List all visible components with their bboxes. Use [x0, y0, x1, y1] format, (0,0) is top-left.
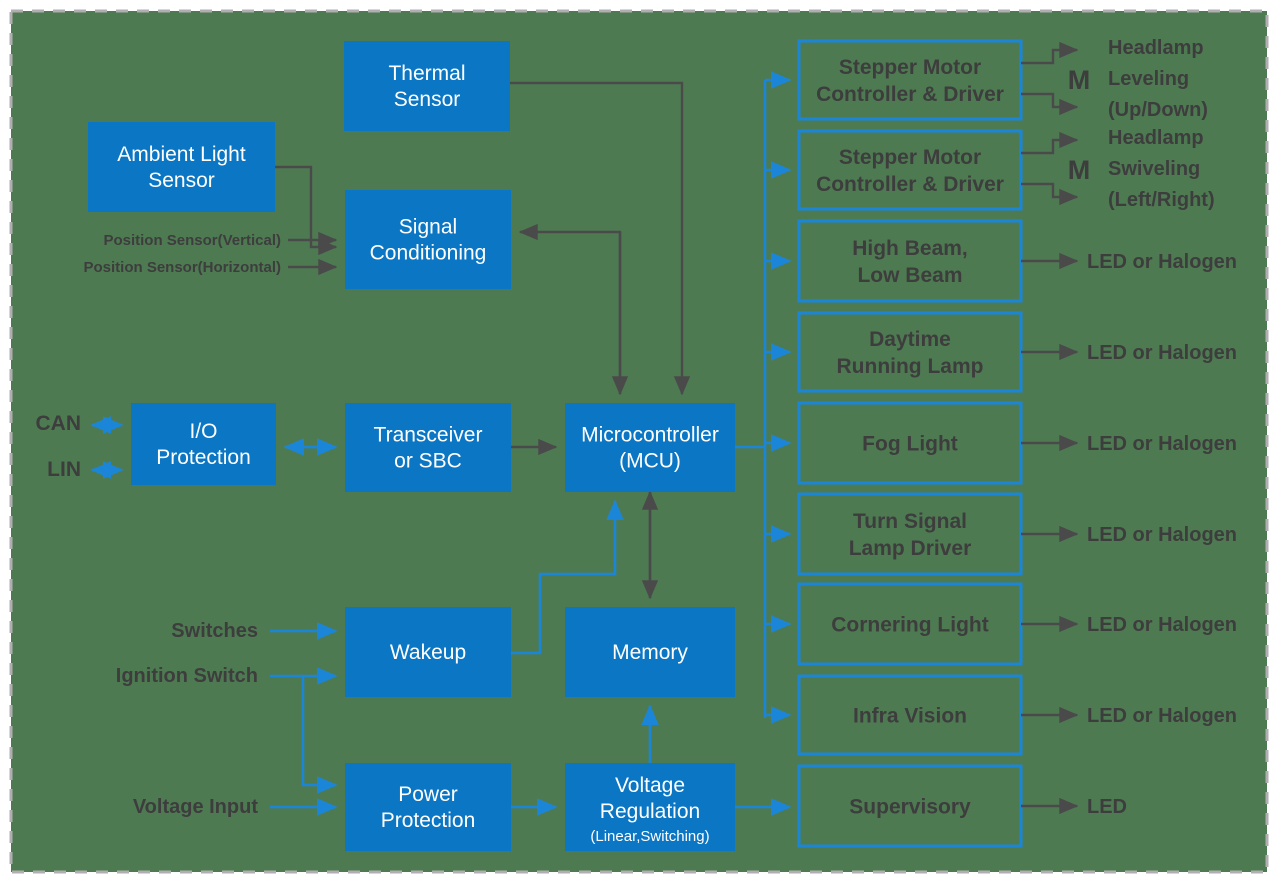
block-label-ambient-light: Ambient Light: [117, 143, 246, 166]
block-label-wakeup: Wakeup: [390, 641, 466, 664]
block-label-voltage-regulation: Voltage: [615, 774, 685, 797]
block-label-io-protection: I/O: [189, 420, 217, 443]
dark-wire-group: [275, 81, 691, 600]
output-label-stepper-motor-2: Headlamp: [1108, 127, 1204, 149]
block-body-stepper-motor-2: [797, 129, 1023, 211]
block-label-microcontroller: Microcontroller: [581, 424, 719, 447]
edge-label-group: Position Sensor(Vertical) Position Sensor…: [36, 232, 282, 818]
can-label: CAN: [36, 412, 82, 435]
block-label-supervisory: Supervisory: [849, 796, 971, 819]
motor-symbol-stepper-motor-2: M: [1068, 155, 1091, 185]
block-body-voltage-regulation: [565, 763, 735, 851]
output-label-daytime-running: LED or Halogen: [1087, 342, 1237, 364]
output-label-fog-light: LED or Halogen: [1087, 433, 1237, 455]
block-label-memory: Memory: [612, 641, 688, 664]
block-body-thermal-sensor: [344, 41, 510, 131]
wire-wakeup-to-mcu: [511, 499, 624, 655]
wire-ignition-to-power: [301, 676, 338, 794]
block-body-stepper-motor-1: [797, 39, 1023, 121]
output-wire-group: MHeadlampLeveling(Up/Down)MHeadlampSwive…: [1021, 37, 1237, 818]
block-label-signal-conditioning: Conditioning: [370, 242, 487, 265]
position-sensor-vertical: Position Sensor(Vertical): [103, 232, 281, 249]
block-label-voltage-regulation: Regulation: [600, 800, 700, 823]
block-label-signal-conditioning: Signal: [399, 216, 457, 239]
blue-wire-group: [90, 71, 792, 816]
ignition-switch-label: Ignition Switch: [116, 665, 258, 687]
output-label-high-low-beam: LED or Halogen: [1087, 251, 1237, 273]
block-body-signal-conditioning: [345, 190, 511, 289]
block-label-turn-signal: Turn Signal: [853, 510, 967, 533]
output-label-cornering-light: LED or Halogen: [1087, 614, 1237, 636]
block-label-turn-signal: Lamp Driver: [849, 537, 972, 560]
wire-stepper-motor-1-motor-top: [1021, 41, 1079, 65]
block-label-infra-vision: Infra Vision: [853, 705, 967, 728]
block-label-thermal-sensor: Sensor: [394, 88, 461, 111]
block-label-fog-light: Fog Light: [862, 433, 958, 456]
output-label-stepper-motor-1: Headlamp: [1108, 37, 1204, 59]
block-label-high-low-beam: High Beam,: [852, 237, 968, 260]
wire-stepper-motor-2-motor-top: [1021, 131, 1079, 155]
block-body-wakeup: [345, 607, 511, 697]
voltage-input-label: Voltage Input: [133, 796, 259, 818]
block-body-memory: [565, 607, 735, 697]
motor-symbol-stepper-motor-1: M: [1068, 65, 1091, 95]
block-label-high-low-beam: Low Beam: [857, 264, 962, 287]
block-label-stepper-motor-2: Stepper Motor: [839, 146, 981, 169]
output-label-stepper-motor-1: (Up/Down): [1108, 99, 1208, 121]
block-wakeup[interactable]: Wakeup: [345, 607, 511, 697]
block-label-io-protection: Protection: [156, 446, 251, 469]
lin-label: LIN: [47, 458, 81, 481]
position-sensor-horizontal: Position Sensor(Horizontal): [83, 259, 281, 276]
block-sublabel-voltage-regulation: (Linear,Switching): [590, 828, 709, 845]
block-label-cornering-light: Cornering Light: [831, 614, 988, 637]
block-label-thermal-sensor: Thermal: [388, 62, 465, 85]
block-body-ambient-light: [88, 122, 275, 212]
block-body-microcontroller: [565, 403, 735, 492]
block-transceiver[interactable]: Transceiver or SBC: [345, 403, 511, 492]
block-label-stepper-motor-1: Stepper Motor: [839, 56, 981, 79]
block-body-io-protection: [131, 403, 276, 485]
output-label-stepper-motor-2: (Left/Right): [1108, 189, 1215, 211]
block-label-stepper-motor-1: Controller & Driver: [816, 83, 1004, 106]
block-label-daytime-running: Running Lamp: [837, 355, 984, 378]
block-label-ambient-light: Sensor: [148, 169, 215, 192]
output-label-turn-signal: LED or Halogen: [1087, 524, 1237, 546]
block-label-transceiver: Transceiver: [374, 424, 483, 447]
switches-label: Switches: [171, 620, 258, 642]
wire-stepper-motor-1-motor-bottom: [1021, 92, 1079, 116]
block-io-protection[interactable]: I/O Protection: [131, 403, 276, 485]
block-label-power-protection: Power: [398, 783, 458, 806]
output-label-supervisory: LED: [1087, 796, 1127, 818]
block-memory[interactable]: Memory: [565, 607, 735, 697]
output-label-stepper-motor-1: Leveling: [1108, 68, 1189, 90]
block-microcontroller[interactable]: Microcontroller (MCU): [565, 403, 735, 492]
output-label-infra-vision: LED or Halogen: [1087, 705, 1237, 727]
block-label-power-protection: Protection: [381, 809, 476, 832]
block-label-microcontroller: (MCU): [619, 450, 681, 473]
block-body-power-protection: [345, 763, 511, 851]
wire-stepper-motor-2-motor-bottom: [1021, 182, 1079, 206]
output-label-stepper-motor-2: Swiveling: [1108, 158, 1200, 180]
block-label-daytime-running: Daytime: [869, 328, 951, 351]
block-body-transceiver: [345, 403, 511, 492]
block-label-stepper-motor-2: Controller & Driver: [816, 173, 1004, 196]
block-label-transceiver: or SBC: [394, 450, 462, 473]
wire-thermal-to-mcu: [510, 81, 691, 396]
